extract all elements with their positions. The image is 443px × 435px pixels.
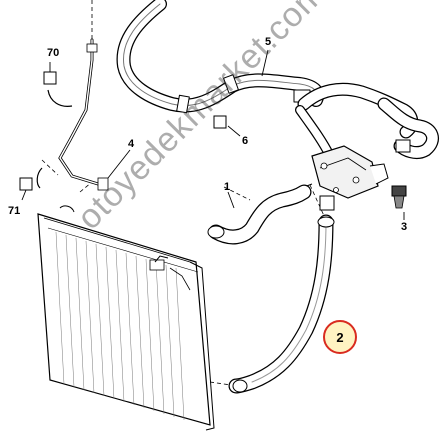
lower-hose	[228, 214, 335, 394]
callout-4: 4	[128, 138, 135, 150]
callout-5: 5	[265, 36, 272, 48]
callout-1: 1	[224, 181, 231, 193]
bleed-pipe	[36, 38, 109, 191]
upper-hose	[116, 0, 325, 114]
callout-2: 2	[336, 329, 344, 345]
radiator	[37, 205, 215, 431]
callout-6: 6	[242, 135, 249, 147]
bleed-screw	[391, 185, 407, 209]
callout-leaders	[21, 49, 405, 220]
callout-3: 3	[401, 221, 408, 233]
clip-boxes	[19, 71, 227, 191]
middle-hose	[207, 184, 312, 245]
callout-2-highlight[interactable]: 2	[323, 320, 357, 354]
thermostat-housing	[295, 145, 389, 211]
metal-pipe	[295, 82, 439, 161]
callout-70: 70	[47, 47, 60, 59]
callout-71: 71	[8, 205, 21, 217]
